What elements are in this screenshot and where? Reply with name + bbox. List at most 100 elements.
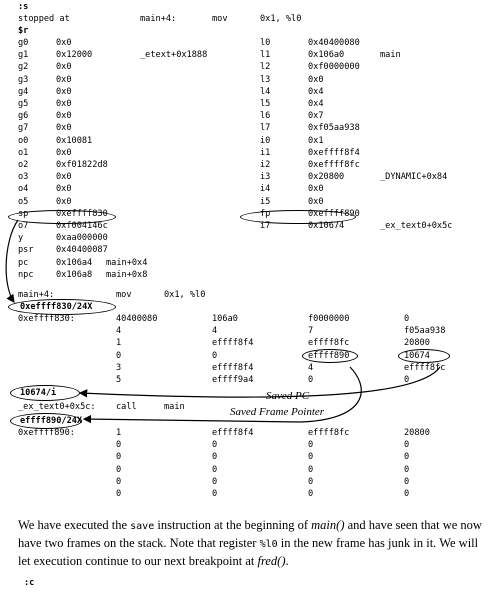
register-value: 0x1 (308, 135, 324, 146)
memory-word: 3 (116, 362, 122, 373)
register-value: 0x0 (56, 86, 72, 97)
register-name: l3 (260, 74, 271, 85)
memory-word: f05aa938 (404, 326, 446, 337)
register-value: 0xeffff8fc (308, 160, 360, 170)
memory-word: 0 (404, 489, 410, 499)
register-name: g3 (18, 74, 29, 85)
register-name: i3 (260, 172, 271, 183)
fp-highlight (240, 210, 356, 224)
memory-word: 0 (404, 440, 410, 451)
saved-pc-label: Saved PC (266, 390, 310, 402)
register-name: l6 (260, 111, 271, 122)
memory-word: 0 (308, 452, 314, 463)
register-value: 0x0 (308, 196, 324, 207)
register-name: g2 (18, 62, 29, 73)
memory-word: 0 (116, 489, 122, 499)
register-value: 0x4 (308, 99, 324, 109)
dump1-address: 0xeffff830: (18, 314, 75, 324)
register-symbol: main+0x8 (106, 269, 148, 280)
register-value: 0x0 (56, 99, 72, 109)
para-code: save (130, 521, 155, 532)
register-name: i5 (260, 196, 271, 207)
para-emphasis: main() (311, 518, 345, 532)
memory-word: 0 (308, 464, 314, 475)
para-text: We have executed the (18, 518, 131, 532)
stopped-loc: main+4: (140, 14, 177, 24)
register-name: g6 (18, 111, 29, 122)
register-value: 0xf0000000 (308, 62, 360, 73)
memory-word: effff8f4 (212, 338, 254, 349)
para-text: . (285, 554, 289, 568)
register-name: psr (18, 245, 34, 256)
register-name: l7 (260, 123, 271, 134)
register-name: l0 (260, 38, 271, 48)
register-name: y (18, 233, 24, 244)
memory-word: 0 (404, 375, 410, 385)
register-name: l4 (260, 86, 271, 97)
ex-line-loc: _ex_text0+0x5c: (18, 402, 96, 412)
register-name: npc (18, 269, 34, 280)
register-value: 0x0 (56, 111, 72, 122)
saved-pc-arrow (78, 366, 441, 398)
register-symbol: _ex_text0+0x5c (380, 221, 453, 231)
register-value: 0x0 (56, 172, 72, 183)
register-symbol: _DYNAMIC+0x84 (380, 172, 448, 183)
main-line-loc: main+4: (18, 290, 55, 300)
saved-pc-value-highlight (398, 349, 450, 363)
memory-word: 0 (116, 440, 122, 451)
register-value: 0xaa000000 (56, 233, 108, 244)
sp-arrow (5, 219, 19, 303)
register-name: pc (18, 257, 29, 268)
register-name: o1 (18, 147, 29, 158)
memory-word: 20800 (404, 338, 430, 349)
para-text: instruction at the beginning of (154, 518, 312, 532)
memory-word: 0 (212, 489, 218, 499)
memory-word: 0 (212, 476, 218, 487)
register-name: i4 (260, 184, 271, 195)
register-name: i0 (260, 135, 271, 146)
memory-word: effff9a4 (212, 375, 254, 385)
memory-word: 0 (116, 452, 122, 463)
memory-word: effff8f4 (212, 428, 254, 438)
saved-fp-label: Saved Frame Pointer (230, 406, 325, 418)
register-name: l1 (260, 50, 271, 61)
saved-fp-value-highlight (302, 349, 358, 363)
memory-word: 0 (212, 350, 218, 361)
memory-word: 4 (212, 326, 218, 337)
memory-word: f0000000 (308, 314, 350, 324)
memory-word: 5 (116, 375, 122, 385)
register-name: i7 (260, 221, 271, 231)
stopped-args: 0x1, %l0 (260, 14, 302, 24)
register-symbol: main (380, 50, 401, 61)
register-symbol: _etext+0x1888 (140, 50, 208, 61)
register-value: 0x0 (56, 38, 72, 48)
memory-word: 0 (308, 440, 314, 451)
memory-word: 106a0 (212, 314, 238, 324)
para-code: %l0 (259, 539, 278, 550)
register-value: 0x7 (308, 111, 324, 122)
memory-word: 0 (404, 476, 410, 487)
memory-word: effff8f4 (212, 362, 254, 373)
stopped-label: stopped at (18, 14, 70, 24)
main-line-op: mov (116, 290, 132, 300)
memory-word: 0 (116, 350, 122, 361)
memory-word: 1 (116, 428, 122, 438)
register-name: o0 (18, 135, 29, 146)
para-text: in the new frame has junk in it. We will… (18, 536, 479, 568)
register-value: 0x20800 (308, 172, 345, 183)
register-value: 0x106a0 (308, 50, 345, 61)
memory-word: 4 (116, 326, 122, 337)
memory-word: effff8fc (308, 428, 350, 438)
register-value: 0x106a4 (56, 257, 93, 268)
register-value: 0x0 (56, 196, 72, 207)
memory-word: 0 (212, 464, 218, 475)
saved-fp-arrow (82, 366, 362, 424)
memory-word: 0 (116, 476, 122, 487)
memory-word: 0 (308, 476, 314, 487)
ex-line-args: main (164, 402, 185, 412)
register-name: i1 (260, 147, 271, 158)
stopped-op: mov (212, 14, 228, 24)
para-emphasis: fred() (257, 554, 286, 568)
cmd-continue: :c (24, 578, 35, 588)
